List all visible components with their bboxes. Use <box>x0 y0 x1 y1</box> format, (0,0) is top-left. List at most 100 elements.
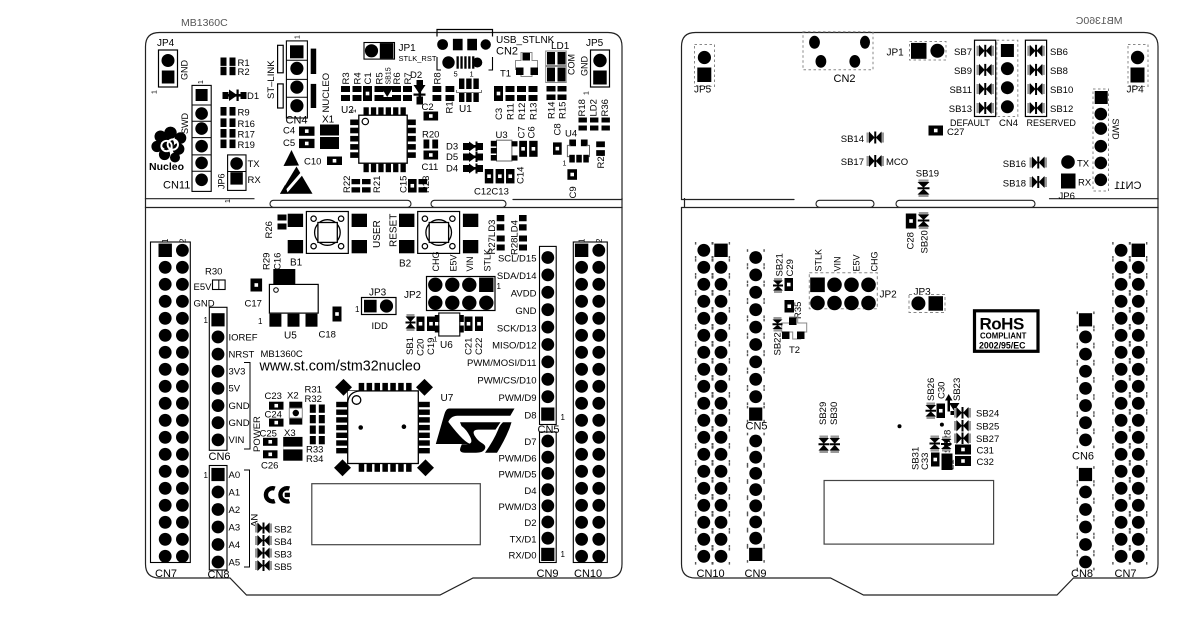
svg-text:SB1: SB1 <box>405 337 416 355</box>
svg-text:R26: R26 <box>264 221 275 238</box>
svg-text:2: 2 <box>595 238 604 243</box>
svg-text:JP5: JP5 <box>586 38 604 49</box>
svg-text:R33: R33 <box>306 445 323 456</box>
svg-text:C8: C8 <box>553 123 564 135</box>
svg-text:R34: R34 <box>306 454 323 465</box>
svg-text:JP3: JP3 <box>914 287 932 298</box>
svg-text:NUCLEO: NUCLEO <box>321 73 332 113</box>
svg-text:R35: R35 <box>793 302 804 319</box>
svg-text:SB22: SB22 <box>773 332 784 355</box>
svg-text:CN10: CN10 <box>697 568 725 580</box>
svg-text:JP6: JP6 <box>217 173 227 189</box>
svg-text:SB5: SB5 <box>274 562 292 573</box>
svg-text:SB17: SB17 <box>841 157 864 168</box>
svg-text:R12: R12 <box>517 103 528 120</box>
svg-text:R19: R19 <box>238 140 255 151</box>
svg-text:GND: GND <box>180 60 190 81</box>
svg-text:1: 1 <box>578 238 587 243</box>
svg-text:GND: GND <box>194 299 215 310</box>
svg-text:NRST: NRST <box>229 349 255 360</box>
svg-text:TX: TX <box>248 159 261 170</box>
svg-text:1: 1 <box>584 91 591 95</box>
svg-text:SCL/D15: SCL/D15 <box>498 254 537 265</box>
svg-text:C16: C16 <box>273 253 284 270</box>
svg-text:STLK_RST: STLK_RST <box>399 54 437 63</box>
svg-text:CN9: CN9 <box>537 568 559 580</box>
svg-text:R22: R22 <box>342 176 353 193</box>
svg-text:E5V: E5V <box>852 254 862 271</box>
svg-text:U7: U7 <box>441 393 454 404</box>
svg-text:U1: U1 <box>459 104 472 115</box>
svg-text:A3: A3 <box>229 522 241 533</box>
svg-text:SB29: SB29 <box>818 402 829 425</box>
svg-text:1: 1 <box>161 238 170 243</box>
svg-text:R14: R14 <box>547 102 558 119</box>
svg-text:SB15: SB15 <box>386 67 393 84</box>
svg-text:SWD: SWD <box>1111 119 1121 140</box>
svg-text:SDA/D14: SDA/D14 <box>497 271 537 282</box>
svg-text:1: 1 <box>561 550 566 559</box>
svg-text:RX: RX <box>248 175 262 186</box>
svg-text:R4: R4 <box>353 72 364 84</box>
svg-text:R36: R36 <box>600 99 611 116</box>
svg-text:U3: U3 <box>496 130 508 141</box>
svg-text:R31: R31 <box>305 385 322 396</box>
svg-text:MB1360C: MB1360C <box>1075 15 1122 27</box>
svg-text:R3: R3 <box>341 72 352 84</box>
svg-text:MB1360C: MB1360C <box>261 349 303 360</box>
svg-text:CN4: CN4 <box>999 118 1018 129</box>
svg-text:SB3: SB3 <box>274 550 292 561</box>
svg-text:IDD: IDD <box>372 321 389 332</box>
svg-text:SB14: SB14 <box>841 134 864 145</box>
svg-text:C22: C22 <box>474 338 485 355</box>
svg-text:SB8: SB8 <box>1050 66 1068 77</box>
svg-text:5V: 5V <box>229 384 241 395</box>
svg-text:C28: C28 <box>906 232 917 249</box>
svg-text:A2: A2 <box>229 505 241 516</box>
svg-text:C5: C5 <box>283 138 295 149</box>
svg-text:PWM/D5: PWM/D5 <box>499 470 537 481</box>
svg-text:CN4: CN4 <box>286 115 308 127</box>
svg-text:D4: D4 <box>524 486 536 497</box>
svg-text:D3: D3 <box>446 142 458 153</box>
svg-text:1: 1 <box>470 70 474 79</box>
svg-text:SB12: SB12 <box>1050 104 1073 115</box>
svg-text:USB_STLNK: USB_STLNK <box>496 35 555 46</box>
svg-text:SB13: SB13 <box>949 104 972 115</box>
svg-text:LD2: LD2 <box>589 99 600 116</box>
svg-text:COMPLIANT: COMPLIANT <box>980 332 1027 341</box>
svg-text:SB26: SB26 <box>926 378 937 401</box>
svg-text:VIN: VIN <box>833 256 843 271</box>
svg-text:R11: R11 <box>506 103 517 120</box>
svg-text:C26: C26 <box>261 461 278 472</box>
svg-text:SB21: SB21 <box>775 253 786 276</box>
svg-text:POWER: POWER <box>252 416 263 452</box>
svg-text:U2: U2 <box>341 105 354 116</box>
svg-text:C27: C27 <box>947 127 964 138</box>
svg-text:X1: X1 <box>322 115 335 126</box>
svg-text:COM: COM <box>567 54 577 75</box>
svg-text:CN6: CN6 <box>209 451 231 463</box>
svg-text:U5: U5 <box>284 331 297 342</box>
svg-text:R13: R13 <box>529 103 540 120</box>
svg-text:1: 1 <box>497 282 502 291</box>
svg-text:C7: C7 <box>517 126 528 138</box>
svg-text:1: 1 <box>204 316 209 325</box>
svg-text:C19: C19 <box>426 338 437 355</box>
svg-text:1: 1 <box>351 109 358 113</box>
svg-text:R9: R9 <box>238 107 250 118</box>
svg-text:C32: C32 <box>977 457 994 468</box>
svg-text:C6: C6 <box>527 126 538 138</box>
svg-text:C25: C25 <box>260 429 277 440</box>
svg-text:TX: TX <box>1077 159 1090 170</box>
svg-text:AVDD: AVDD <box>511 289 537 300</box>
svg-text:LD1: LD1 <box>551 41 570 52</box>
svg-text:USER: USER <box>372 220 383 248</box>
svg-text:STLK: STLK <box>814 249 824 272</box>
svg-text:R10: R10 <box>445 96 456 113</box>
svg-text:1: 1 <box>295 35 302 39</box>
svg-text:C33: C33 <box>920 453 931 470</box>
svg-text:JP3: JP3 <box>369 288 387 299</box>
svg-text:1: 1 <box>198 80 205 84</box>
svg-text:PWM/D3: PWM/D3 <box>499 502 537 513</box>
